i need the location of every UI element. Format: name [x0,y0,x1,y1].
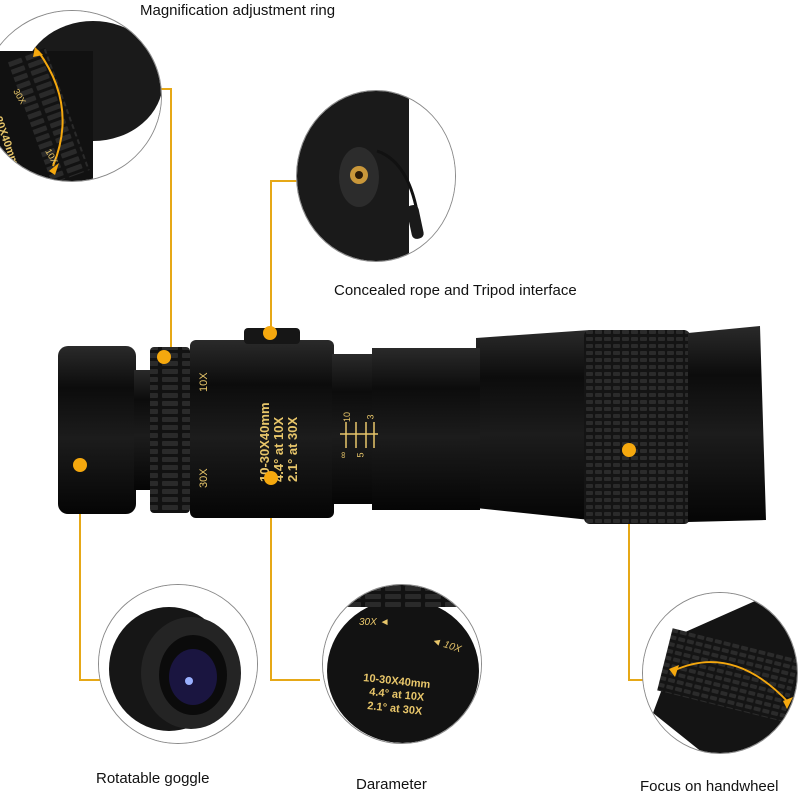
hotspot-magnification-ring[interactable] [157,350,171,364]
svg-text:2.1° at 30X: 2.1° at 30X [367,700,424,718]
svg-text:30X ◄: 30X ◄ [359,617,389,628]
detail-diameter: 30X ◄ ◄ 10X 10-30X40mm 4.4° at 10X 2.1° … [322,584,482,744]
hotspot-tripod-interface[interactable] [263,326,277,340]
spec-line-3: 2.1° at 30X [285,416,300,482]
hotspot-diameter[interactable] [264,471,278,485]
leader-magnification-h [158,88,172,90]
leader-tripod-h [270,180,298,182]
hotspot-focus-handwheel[interactable] [622,443,636,457]
label-focus-handwheel: Focus on handwheel [640,778,779,795]
label-tripod-interface: Concealed rope and Tripod interface [334,282,577,299]
detail-rotatable-goggle [98,584,258,744]
leader-goggle-h [79,679,101,681]
focus-scale-infinity: ∞ [338,451,349,459]
label-magnification-ring: Magnification adjustment ring [140,2,336,19]
leader-diameter-v [270,478,272,680]
leader-goggle-v [79,465,81,680]
leader-focus-v [628,450,630,680]
leader-magnification-v [170,88,172,356]
svg-text:4.4° at 10X: 4.4° at 10X [369,686,426,704]
leader-diameter-h [270,679,320,681]
spec-engraving: 10-30X40mm 4.4° at 10X 2.1° at 30X [257,362,318,483]
mark-10x: 10X [198,372,210,392]
detail-magnification-ring: 30X 10X 10-30X40mm [0,10,162,182]
spec-line-2: 4.4° at 10X [271,416,286,482]
mark-30x: 30X [198,468,210,488]
detail-focus-handwheel [642,592,798,754]
focus-scale-5: 5 [355,452,366,458]
focus-scale-10: 10 [342,411,353,423]
detail-tripod-interface [296,90,456,262]
spec-line-1: 10-30X40mm [257,402,272,483]
hotspot-rotatable-goggle[interactable] [73,458,87,472]
focus-scale-3: 3 [365,414,376,420]
label-diameter: Darameter [356,776,427,793]
leader-tripod-v [270,180,272,330]
label-rotatable-goggle: Rotatable goggle [96,770,210,787]
leader-focus-h [628,679,644,681]
